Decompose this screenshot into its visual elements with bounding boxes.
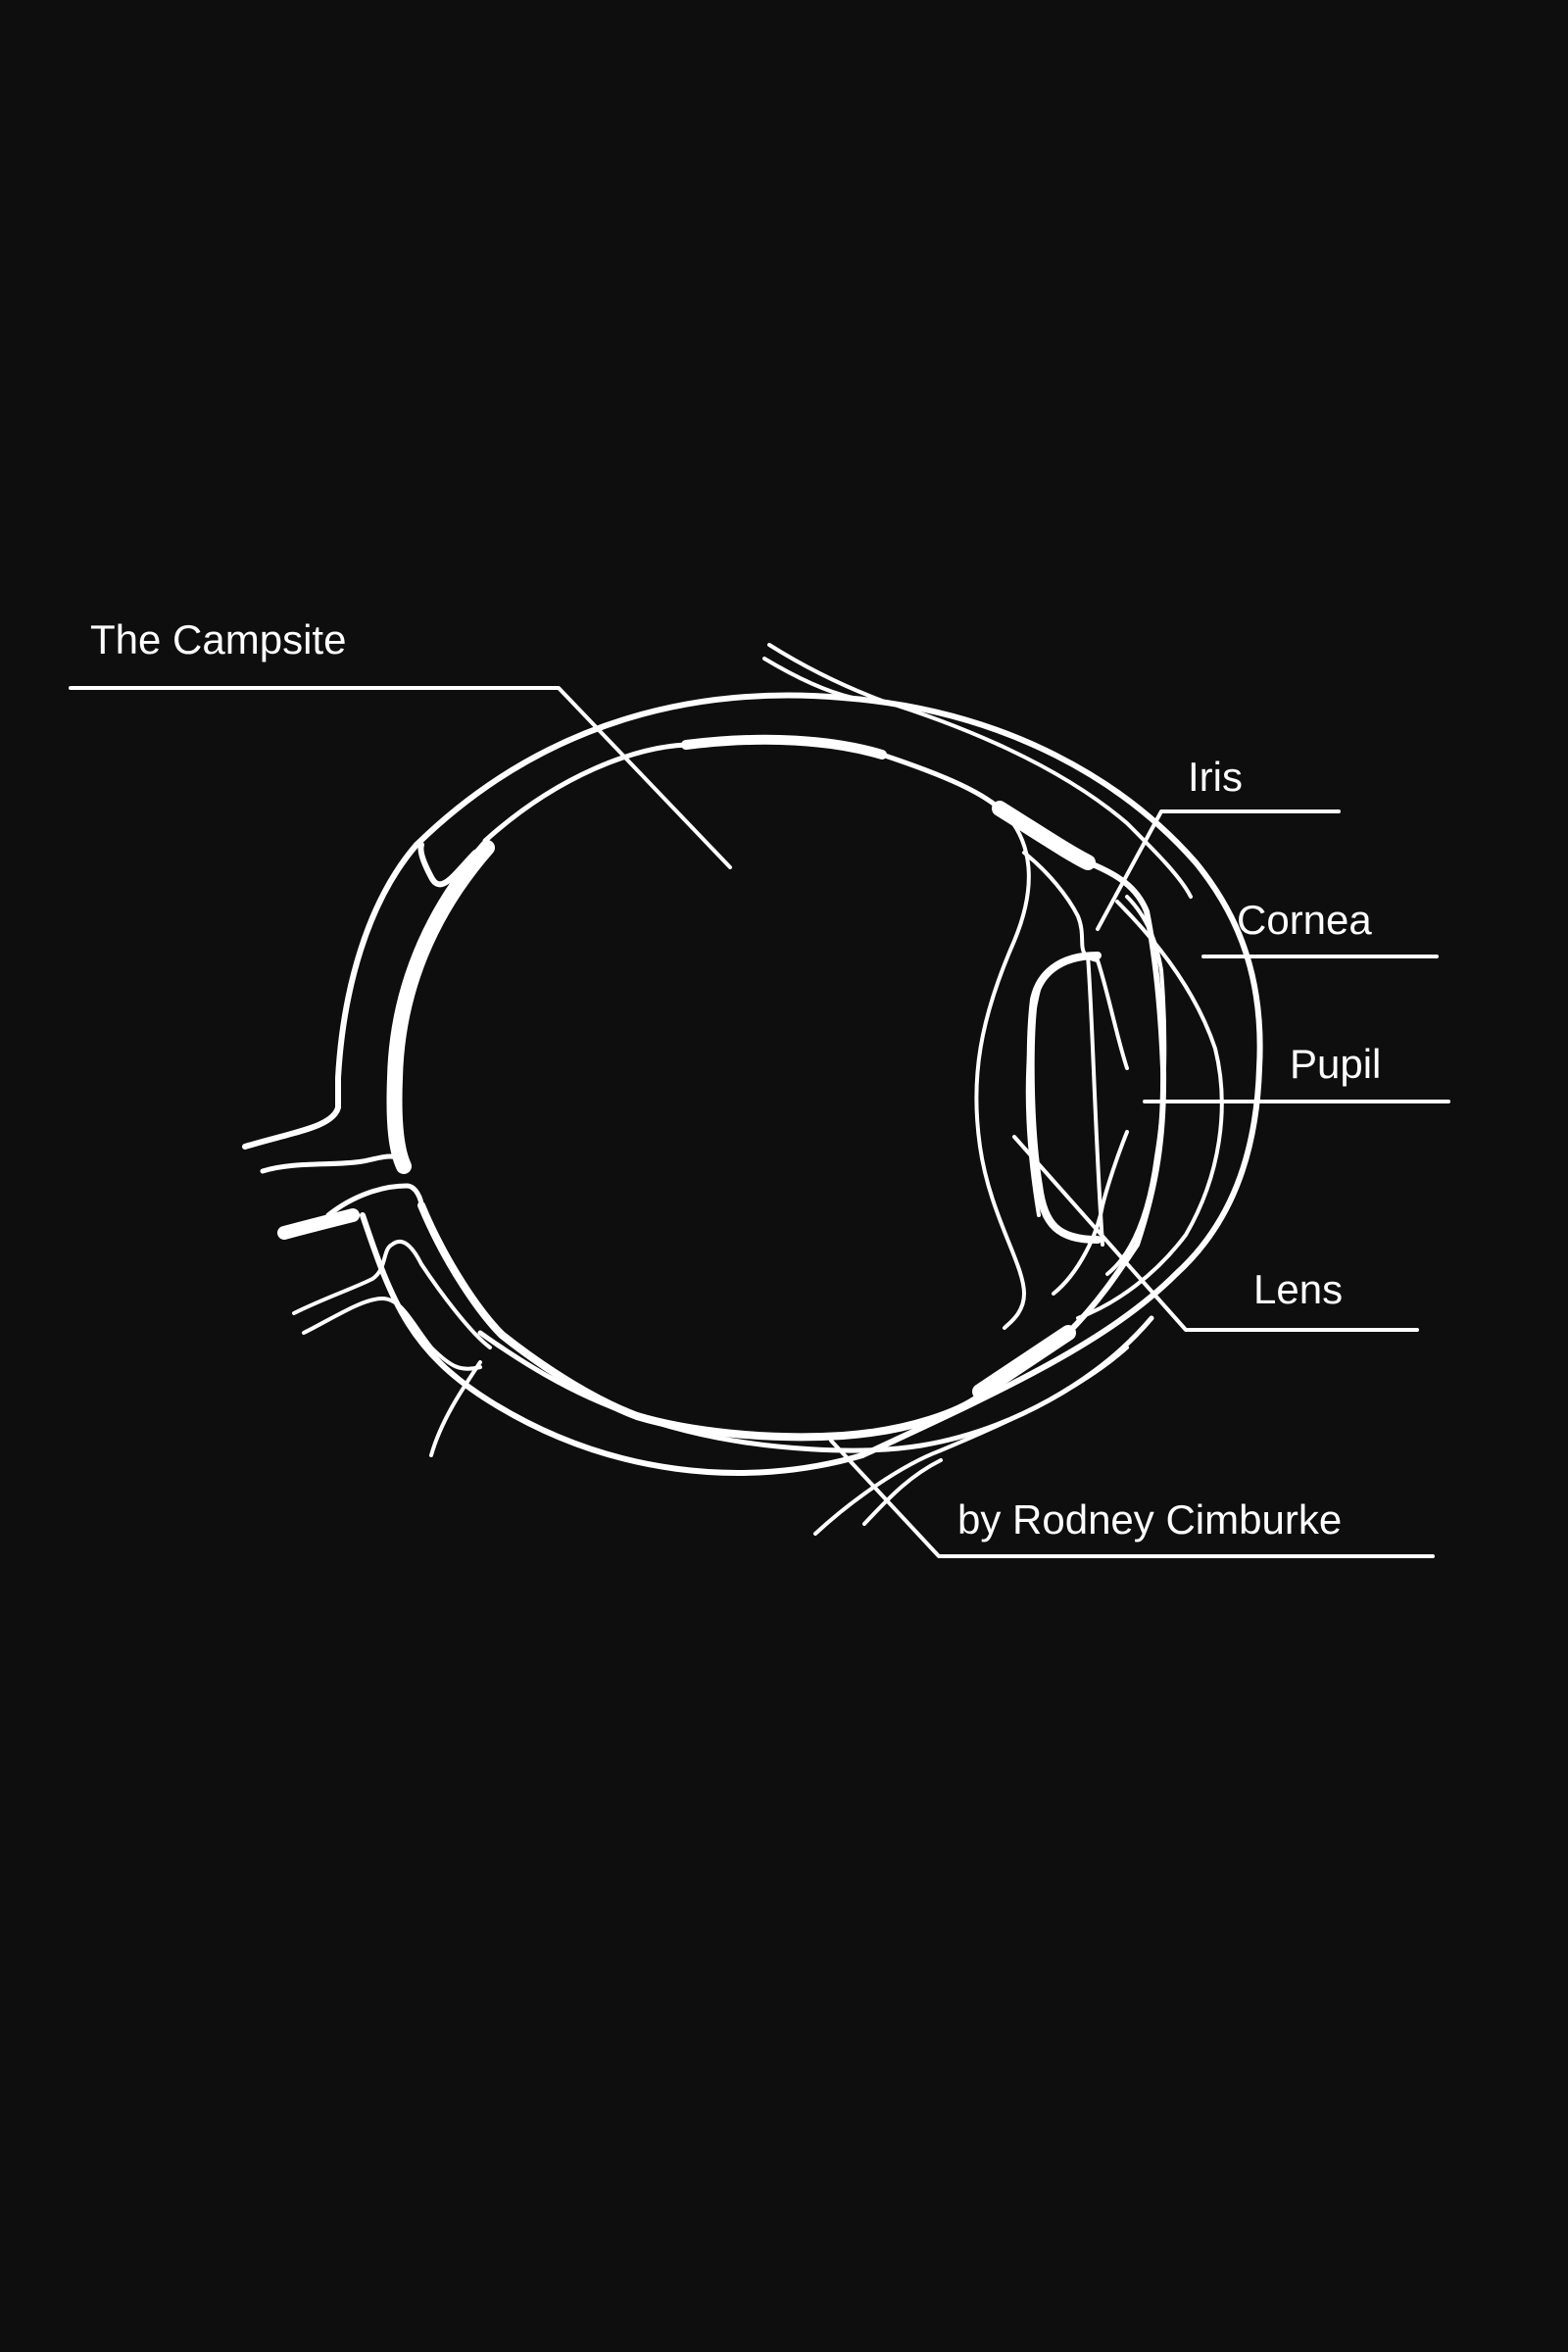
optic-nerve-line-4 bbox=[292, 1239, 492, 1349]
leader-lens bbox=[1012, 1135, 1419, 1332]
optic-nerve-line-6 bbox=[429, 1360, 482, 1457]
sclera-left-line bbox=[242, 842, 419, 1150]
optic-nerve-line-1 bbox=[260, 1153, 407, 1174]
lens-inner-left bbox=[1025, 988, 1041, 1217]
choroid-line bbox=[482, 737, 1012, 844]
ciliary-top bbox=[992, 801, 1096, 870]
eyelid-top-line-2 bbox=[762, 657, 855, 700]
leader-iris bbox=[1096, 809, 1341, 931]
leader-author bbox=[829, 1439, 1435, 1558]
cornea-inner-line bbox=[1105, 895, 1167, 1276]
cover-author: by Rodney Cimburke bbox=[957, 1496, 1343, 1543]
sclera-outer-line bbox=[360, 692, 1263, 1476]
label-pupil: Pupil bbox=[1290, 1041, 1382, 1087]
iris-line bbox=[1022, 851, 1129, 1070]
eyelid-bottom-line-2 bbox=[862, 1458, 943, 1526]
lens-outline bbox=[1026, 952, 1102, 1244]
optic-nerve-line-5 bbox=[302, 1297, 482, 1371]
vitreous-front bbox=[974, 816, 1031, 1330]
optic-nerve-line-2 bbox=[277, 1208, 360, 1240]
optic-nerve-line-3 bbox=[325, 1183, 424, 1218]
choroid-top-thick bbox=[681, 734, 887, 760]
ciliary-bottom bbox=[972, 1325, 1076, 1399]
retina-thick-line bbox=[386, 840, 495, 1174]
inner-wall-bottom bbox=[417, 1201, 984, 1442]
lens-inner-line bbox=[1086, 954, 1104, 1247]
leader-title bbox=[69, 686, 732, 869]
cover-title: The Campsite bbox=[90, 616, 347, 662]
eyelid-bottom-line bbox=[813, 1346, 1129, 1536]
retina-line bbox=[417, 842, 490, 888]
eyelid-top-line bbox=[767, 643, 1193, 899]
label-cornea: Cornea bbox=[1237, 897, 1372, 943]
label-iris: Iris bbox=[1188, 754, 1243, 800]
iris-line-bottom bbox=[1052, 1130, 1129, 1296]
label-lens: Lens bbox=[1253, 1266, 1344, 1312]
